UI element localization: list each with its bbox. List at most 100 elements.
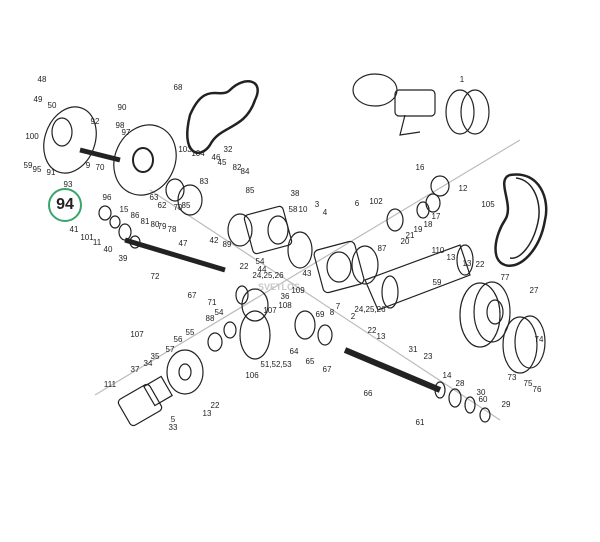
part-number-label: 2 (350, 312, 356, 321)
part-number-label: 79 (157, 222, 167, 231)
part-number-label: 5 (170, 415, 176, 424)
part-number-label: 89 (222, 240, 232, 249)
part-number-label: 67 (322, 365, 332, 374)
axis-line (94, 139, 521, 396)
part-number-label: 84 (240, 167, 250, 176)
part-number-label: 96 (102, 193, 112, 202)
part-number-label: 32 (223, 145, 233, 154)
part-number-label: 37 (130, 365, 140, 374)
part-number-label: 104 (191, 149, 205, 158)
part-number-label: 110 (431, 246, 445, 255)
flange-57 (166, 349, 204, 395)
part-number-label: 97 (121, 128, 131, 137)
tube-31 (364, 244, 474, 311)
part-number-label: 76 (532, 385, 542, 394)
part-number-label: 87 (377, 244, 387, 253)
part-number-label: 91 (46, 168, 56, 177)
part-number-label: 1 (459, 75, 465, 84)
part-number-label: 44 (257, 265, 267, 274)
part-number-label: 31 (408, 345, 418, 354)
seal-rings (98, 175, 491, 423)
part-number-label: 50 (47, 101, 57, 110)
shaft-66 (343, 347, 442, 393)
part-number-label: 36 (280, 292, 290, 301)
part-number-label: 9 (85, 161, 91, 170)
part-number-label: 41 (69, 225, 79, 234)
part-number-label: 19 (413, 225, 423, 234)
part-number-label: 93 (63, 180, 73, 189)
part-number-label: 57 (165, 345, 175, 354)
part-number-label: 7 (335, 302, 341, 311)
part-number-label: 55 (185, 328, 195, 337)
part-number-label: 80 (150, 220, 160, 229)
part-number-label: 42 (209, 236, 219, 245)
part-number-label: 61 (415, 418, 425, 427)
part-number-label: 98 (115, 121, 125, 130)
part-number-label: 88 (205, 314, 215, 323)
part-number-label: 35 (150, 352, 160, 361)
part-number-label: 28 (455, 379, 465, 388)
part-number-label: 29 (501, 400, 511, 409)
part-number-label: 11 (92, 238, 102, 247)
highlighted-part-callout[interactable]: 94 (48, 188, 82, 222)
part-number-label: 69 (315, 310, 325, 319)
part-number-label: 15 (119, 205, 129, 214)
part-number-label: 83 (199, 177, 209, 186)
part-number-label: 71 (207, 298, 217, 307)
part-number-label: 51,52,53 (260, 360, 292, 369)
part-number-label: 45 (217, 158, 227, 167)
part-number-label: 27 (529, 286, 539, 295)
part-number-label: 21 (405, 231, 415, 240)
part-number-label: 13 (202, 409, 212, 418)
gear-housing-2 (313, 240, 365, 294)
part-number-label: 46 (211, 153, 221, 162)
gearbox-assembly-1 (352, 73, 490, 136)
part-number-label: 30 (476, 388, 486, 397)
part-number-label: 18 (423, 220, 433, 229)
part-number-label: 39 (118, 254, 128, 263)
part-number-label: 67 (187, 291, 197, 300)
part-number-label: 48 (37, 75, 47, 84)
part-number-label: 13 (376, 332, 386, 341)
part-number-label: 62 (157, 201, 167, 210)
part-number-label: 74 (534, 335, 544, 344)
part-number-label: 102 (369, 197, 383, 206)
hydraulic-pump-111 (117, 375, 173, 427)
shaft-72 (124, 237, 226, 273)
main-pulley (113, 124, 177, 196)
part-number-label: 107 (263, 306, 277, 315)
shaft-92 (79, 147, 121, 163)
part-number-label: 59 (432, 278, 442, 287)
part-number-label: 40 (103, 245, 113, 254)
part-number-label: 14 (442, 371, 452, 380)
pulley-77 (459, 281, 511, 348)
bearing-housing-38 (243, 205, 293, 255)
part-number-label: 54 (255, 257, 265, 266)
part-number-label: 109 (291, 286, 305, 295)
part-number-label: 70 (173, 203, 183, 212)
part-number-label: 85 (181, 201, 191, 210)
part-number-label: 47 (178, 239, 188, 248)
part-number-label: 90 (117, 103, 127, 112)
part-number-label: 4 (322, 208, 328, 217)
watermark: SVETLOS (258, 282, 301, 292)
part-number-label: 66 (363, 389, 373, 398)
part-number-label: 13 (462, 259, 472, 268)
part-number-label: 38 (290, 189, 300, 198)
part-number-label: 78 (167, 225, 177, 234)
part-number-label: 73 (507, 373, 517, 382)
part-number-label: 95 (32, 165, 42, 174)
part-number-label: 81 (140, 217, 150, 226)
part-number-label: 13 (446, 253, 456, 262)
part-number-label: 10 (298, 205, 308, 214)
part-number-label: 22 (239, 262, 249, 271)
part-number-label: 23 (423, 352, 433, 361)
part-number-label: 12 (458, 184, 468, 193)
pulley-27 (502, 315, 546, 374)
part-number-label: 3 (314, 200, 320, 209)
part-number-label: 65 (305, 357, 315, 366)
part-number-label: 22 (475, 260, 485, 269)
part-number-label: 70 (95, 163, 105, 172)
